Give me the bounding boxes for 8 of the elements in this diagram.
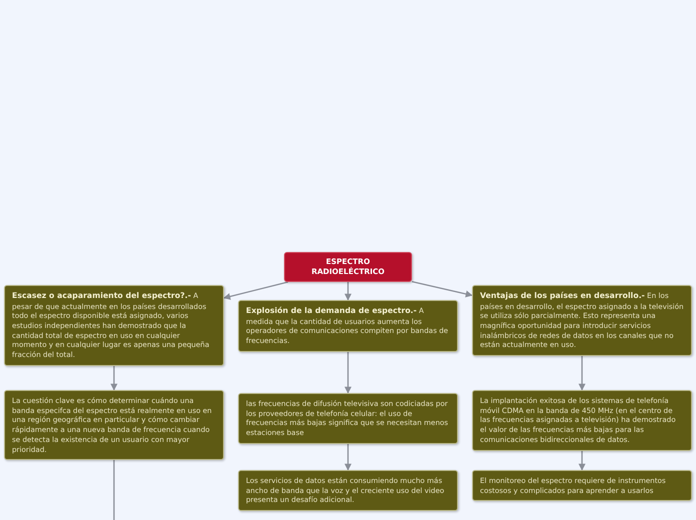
connector-arrow — [344, 282, 352, 301]
connector-arrow — [110, 366, 118, 391]
connector-arrow — [344, 444, 352, 471]
connector-arrow — [223, 281, 288, 300]
connector-arrow — [344, 352, 352, 394]
connector-arrow — [412, 281, 473, 298]
connector-arrow — [578, 356, 586, 391]
connector-arrow — [578, 451, 586, 471]
